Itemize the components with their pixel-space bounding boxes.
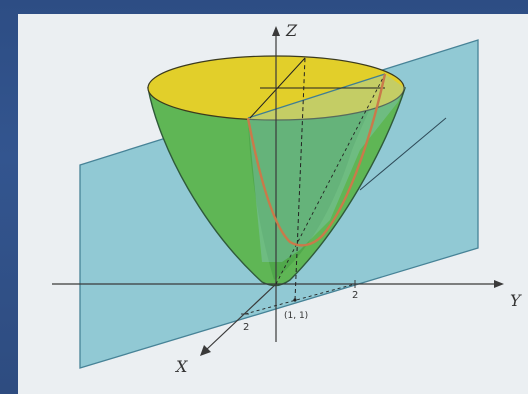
x-tick-label: 2 <box>243 322 249 333</box>
x-axis-label: X <box>174 357 188 376</box>
intersection-curve <box>246 73 387 247</box>
z-axis-label: Z <box>285 21 298 40</box>
point-marker <box>293 298 297 302</box>
y-axis-label: Y <box>510 291 522 310</box>
plane-trace-line <box>359 117 447 191</box>
x-axis <box>205 283 277 351</box>
y-axis-arrow <box>494 280 504 288</box>
point-label: (1, 1) <box>284 311 308 321</box>
dashed-vertical-guide <box>294 57 306 301</box>
plane-front-overlap <box>248 74 405 262</box>
plane-edge-top <box>247 73 386 119</box>
z-axis-arrow <box>272 26 280 36</box>
dashed-base-guide <box>244 283 356 315</box>
paraboloid-inner-shade <box>248 74 385 280</box>
x-axis-arrow <box>200 345 211 356</box>
y-tick-label: 2 <box>352 290 358 301</box>
